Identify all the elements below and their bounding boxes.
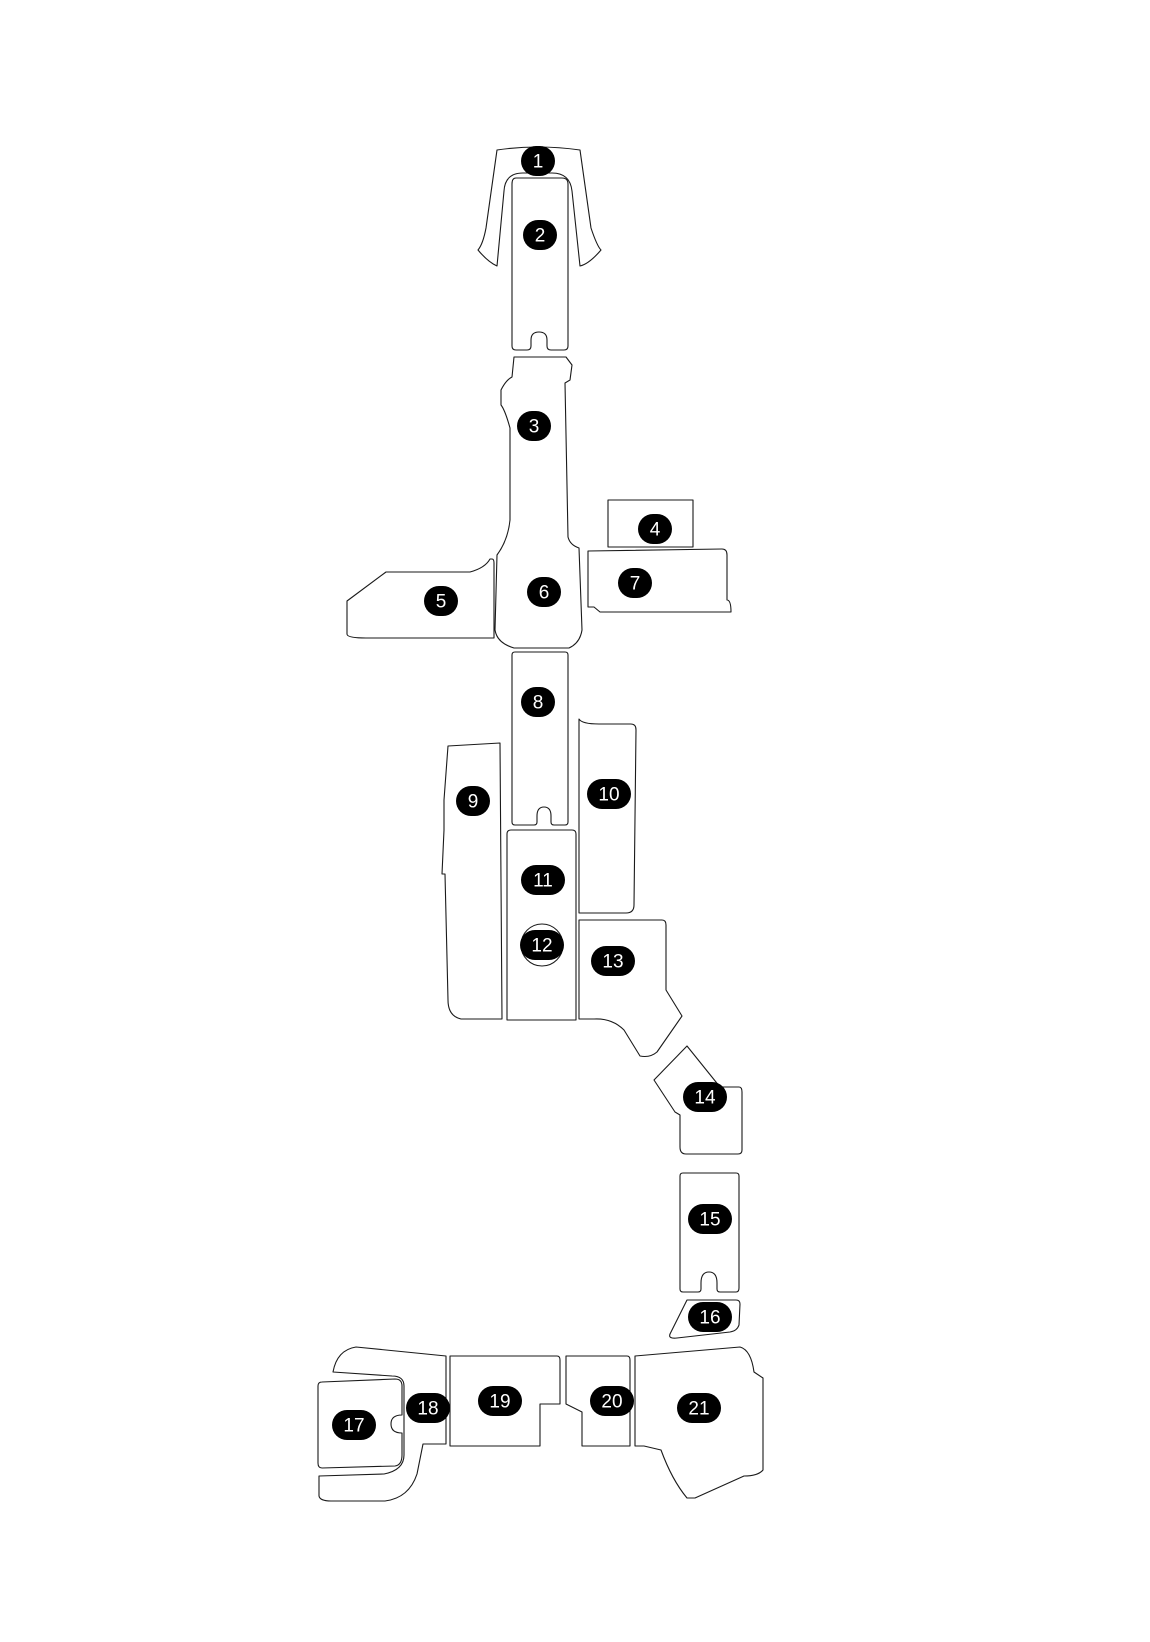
badge-label-7: 7	[630, 574, 641, 595]
badge-shape-7	[618, 568, 652, 598]
badge-2: 2	[523, 220, 557, 250]
badge-label-10: 10	[598, 785, 619, 806]
pad-outline-18	[318, 1346, 447, 1502]
badge-3: 3	[517, 411, 551, 441]
badge-16: 16	[688, 1302, 732, 1332]
pad-outline-3-6	[494, 356, 583, 649]
badge-11: 11	[521, 865, 565, 895]
badge-label-12: 12	[531, 936, 552, 957]
badge-label-20: 20	[601, 1392, 622, 1413]
badge-label-6: 6	[539, 583, 550, 604]
badge-10: 10	[587, 779, 631, 809]
badge-label-17: 17	[343, 1416, 364, 1437]
badge-21: 21	[677, 1393, 721, 1423]
badge-shape-21	[677, 1393, 721, 1423]
badge-4: 4	[638, 514, 672, 544]
badge-label-1: 1	[533, 152, 544, 173]
badge-label-8: 8	[533, 693, 544, 714]
badge-15: 15	[688, 1204, 732, 1234]
badge-shape-20	[590, 1386, 634, 1416]
badge-label-9: 9	[468, 792, 479, 813]
badge-shape-14	[683, 1082, 727, 1112]
badge-shape-3	[517, 411, 551, 441]
badge-5: 5	[424, 586, 458, 616]
badge-9: 9	[456, 786, 490, 816]
badge-label-16: 16	[699, 1308, 720, 1329]
badge-shape-17	[332, 1410, 376, 1440]
pad-outline-9	[441, 742, 503, 1020]
badge-14: 14	[683, 1082, 727, 1112]
badge-13: 13	[591, 946, 635, 976]
badge-18: 18	[406, 1393, 450, 1423]
pad-outline-2	[511, 177, 569, 351]
badge-shape-19	[478, 1386, 522, 1416]
pad-outline-5	[346, 558, 495, 639]
badge-1: 1	[521, 146, 555, 176]
badge-shape-13	[591, 946, 635, 976]
pad-outline-1	[477, 146, 602, 267]
badge-shape-11	[521, 865, 565, 895]
badge-12: 12	[520, 930, 564, 960]
badge-7: 7	[618, 568, 652, 598]
badge-label-19: 19	[489, 1392, 510, 1413]
pad-outlines	[317, 146, 764, 1502]
badge-17: 17	[332, 1410, 376, 1440]
badge-label-5: 5	[436, 592, 447, 613]
badge-shape-10	[587, 779, 631, 809]
badge-shape-1	[521, 146, 555, 176]
pad-outline-13	[578, 919, 683, 1058]
badge-19: 19	[478, 1386, 522, 1416]
badge-shape-16	[688, 1302, 732, 1332]
badge-label-3: 3	[529, 417, 540, 438]
badge-shape-18	[406, 1393, 450, 1423]
badge-shape-5	[424, 586, 458, 616]
badge-label-18: 18	[417, 1399, 438, 1420]
pad-outline-10	[578, 718, 637, 914]
badge-label-13: 13	[602, 952, 623, 973]
badge-shape-4	[638, 514, 672, 544]
badge-label-14: 14	[694, 1088, 716, 1109]
badge-shape-12	[520, 930, 564, 960]
badge-shape-9	[456, 786, 490, 816]
badge-label-4: 4	[650, 520, 661, 541]
badge-label-11: 11	[533, 871, 553, 892]
badge-label-21: 21	[688, 1399, 709, 1420]
badge-shape-8	[521, 687, 555, 717]
badge-shape-6	[527, 577, 561, 607]
badge-6: 6	[527, 577, 561, 607]
pad-outline-7	[587, 548, 732, 613]
badge-label-2: 2	[535, 226, 546, 247]
pad-outline-8	[511, 651, 569, 826]
badge-8: 8	[521, 687, 555, 717]
badge-20: 20	[590, 1386, 634, 1416]
badge-label-15: 15	[699, 1210, 720, 1231]
badge-shape-15	[688, 1204, 732, 1234]
badge-shape-2	[523, 220, 557, 250]
